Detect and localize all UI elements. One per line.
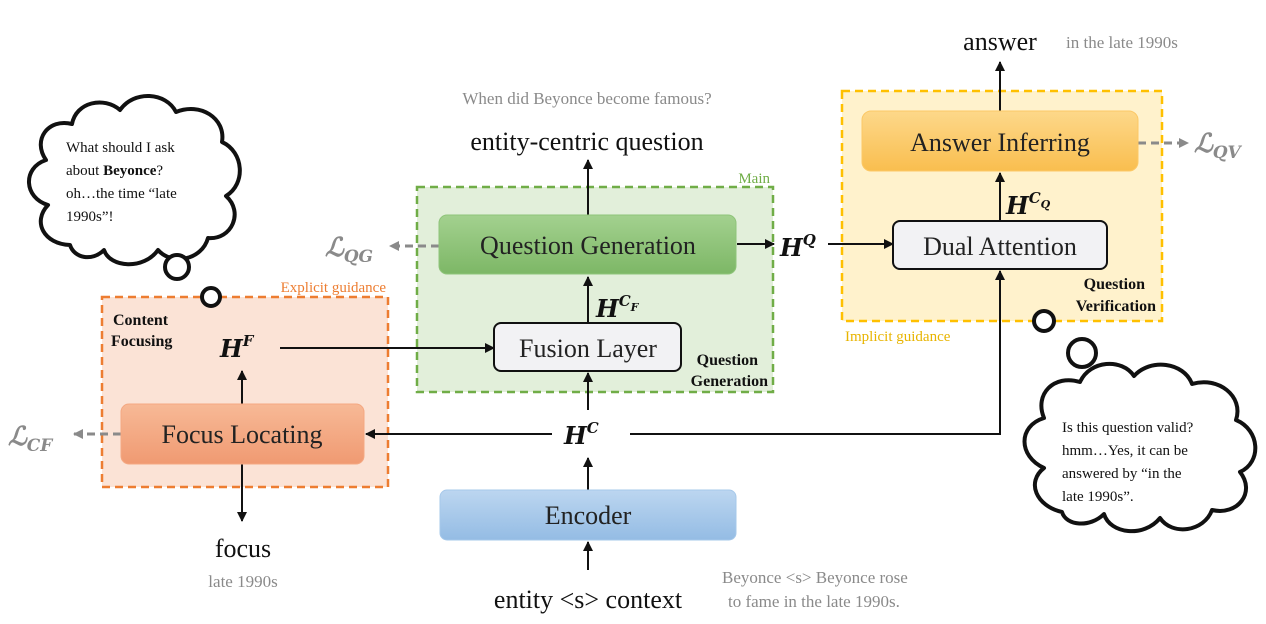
hc-symbol: HC bbox=[563, 419, 599, 450]
question-example-label: When did Beyonce become famous? bbox=[462, 89, 711, 108]
content-focusing-tag-line2: Focusing bbox=[111, 333, 172, 350]
question-generation-tag-line1: Question bbox=[697, 352, 758, 369]
left-bubble-dot-large bbox=[163, 253, 191, 281]
input-example-line2: to fame in the late 1990s. bbox=[728, 592, 900, 611]
right-bubble-line1: Is this question valid? bbox=[1062, 420, 1194, 436]
question-generation-tag-line2: Generation bbox=[691, 373, 768, 390]
loss-cf: ℒCF bbox=[8, 422, 54, 456]
left-bubble-dot-small bbox=[200, 286, 222, 308]
loss-qg: ℒQG bbox=[325, 233, 373, 267]
left-thought-bubble: What should I ask about Beyonce? oh…the … bbox=[27, 94, 242, 308]
left-bubble-line2: about Beyonce? bbox=[66, 163, 163, 179]
left-bubble-line3: oh…the time “late bbox=[66, 186, 177, 202]
focus-locating-label: Focus Locating bbox=[161, 420, 322, 449]
right-thought-bubble: Is this question valid? hmm…Yes, it can … bbox=[1022, 309, 1258, 534]
hq-symbol: HQ bbox=[779, 231, 816, 262]
implicit-guidance-label: Implicit guidance bbox=[845, 329, 951, 345]
left-bubble-line1: What should I ask bbox=[66, 140, 175, 156]
fusion-layer-label: Fusion Layer bbox=[519, 334, 657, 363]
left-bubble-line4: 1990s”! bbox=[66, 209, 114, 225]
dual-attention-box bbox=[892, 220, 1108, 270]
loss-qv: ℒQV bbox=[1194, 129, 1243, 163]
question-verification-tag-line1: Question bbox=[1084, 276, 1145, 293]
hcq-symbol: HCQ bbox=[1005, 189, 1051, 220]
right-bubble-dot-large bbox=[1066, 337, 1098, 369]
hcf-symbol: HCF bbox=[595, 292, 640, 323]
right-bubble-line2: hmm…Yes, it can be bbox=[1062, 443, 1188, 459]
fusion-layer-box bbox=[493, 322, 682, 372]
answer-output-label: answer bbox=[963, 27, 1037, 56]
main-region-label: Main bbox=[738, 171, 770, 187]
answer-example-label: in the late 1990s bbox=[1066, 33, 1178, 52]
arrow-hc-to-dual-attention bbox=[630, 270, 1005, 435]
dual-attention-label: Dual Attention bbox=[923, 232, 1077, 261]
right-bubble-dot-small bbox=[1032, 309, 1056, 333]
right-bubble-line4: late 1990s”. bbox=[1062, 489, 1134, 505]
question-generation-box bbox=[438, 214, 737, 275]
focus-output-label: focus bbox=[215, 534, 271, 563]
focus-locating-box bbox=[120, 403, 365, 465]
hf-symbol: HF bbox=[219, 332, 255, 363]
right-bubble-line3: answered by “in the bbox=[1062, 466, 1182, 482]
question-verification-tag-line2: Verification bbox=[1076, 298, 1156, 315]
question-generation-label: Question Generation bbox=[480, 231, 696, 260]
encoder-box bbox=[439, 489, 737, 541]
answer-inferring-label: Answer Inferring bbox=[910, 128, 1090, 157]
input-label: entity <s> context bbox=[494, 585, 683, 614]
focus-example-label: late 1990s bbox=[208, 572, 277, 591]
question-output-label: entity-centric question bbox=[470, 127, 703, 156]
input-example-line1: Beyonce <s> Beyonce rose bbox=[722, 568, 908, 587]
answer-inferring-box bbox=[861, 110, 1139, 172]
explicit-guidance-label: Explicit guidance bbox=[281, 280, 387, 296]
encoder-label: Encoder bbox=[545, 501, 632, 530]
content-focusing-tag-line1: Content bbox=[113, 312, 169, 329]
